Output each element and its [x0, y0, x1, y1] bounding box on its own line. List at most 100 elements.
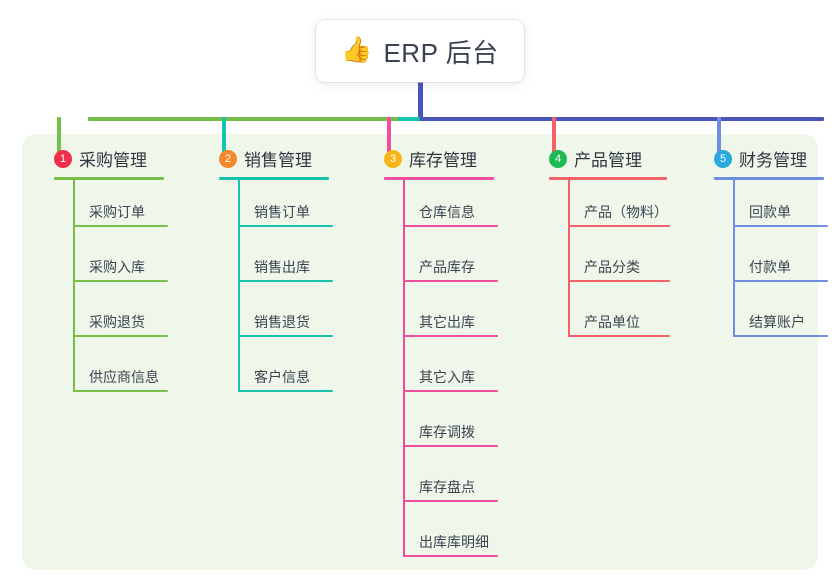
- column-badge-1: 1: [54, 149, 72, 168]
- column-4: 4 产品管理产品（物料） 产品分类产品单位: [533, 146, 693, 345]
- stub-connector-3: [387, 117, 391, 155]
- column-2: 2 销售管理销售订单销售出库销售退货客户信息: [203, 146, 353, 400]
- column-badge-2: 2: [219, 149, 237, 168]
- list-item[interactable]: 回款单: [698, 180, 839, 235]
- column-title-3: 库存管理: [409, 151, 477, 170]
- list-item-label: 销售出库: [254, 259, 310, 275]
- column-title-4: 产品管理: [574, 151, 642, 170]
- column-header-rule-4: [549, 177, 667, 180]
- column-header-1[interactable]: 1 采购管理: [38, 146, 188, 171]
- list-item-label: 销售订单: [254, 204, 310, 220]
- list-item[interactable]: 供应商信息: [38, 345, 188, 400]
- column-1: 1 采购管理采购订单采购入库采购退货供应商信息: [38, 146, 188, 400]
- list-item[interactable]: 客户信息: [203, 345, 353, 400]
- list-item[interactable]: 其它出库: [368, 290, 518, 345]
- list-item[interactable]: 采购入库: [38, 235, 188, 290]
- list-item-label: 客户信息: [254, 369, 310, 385]
- stub-connector-5: [717, 117, 721, 155]
- list-item[interactable]: 产品（物料）: [533, 180, 693, 235]
- column-spine-3: [403, 180, 405, 557]
- list-item-rule: [238, 335, 333, 337]
- list-item-label: 销售退货: [254, 314, 310, 330]
- list-item[interactable]: 销售退货: [203, 290, 353, 345]
- column-badge-3: 3: [384, 149, 402, 168]
- list-item-rule: [238, 280, 333, 282]
- list-item-label: 其它出库: [419, 314, 475, 330]
- column-header-2[interactable]: 2 销售管理: [203, 146, 353, 171]
- list-item-rule: [238, 390, 333, 392]
- column-items-5: 回款单付款单结算账户: [698, 180, 839, 345]
- list-item-rule: [403, 225, 498, 227]
- list-item-label: 回款单: [749, 204, 791, 220]
- column-title-1: 采购管理: [79, 151, 147, 170]
- list-item-label: 出库库明细: [419, 534, 489, 550]
- column-header-rule-1: [54, 177, 164, 180]
- list-item[interactable]: 采购订单: [38, 180, 188, 235]
- list-item-rule: [403, 445, 498, 447]
- list-item[interactable]: 产品库存: [368, 235, 518, 290]
- list-item[interactable]: 付款单: [698, 235, 839, 290]
- page-title: ERP 后台: [383, 37, 499, 68]
- list-item-rule: [568, 225, 670, 227]
- column-items-4: 产品（物料） 产品分类产品单位: [533, 180, 693, 345]
- column-badge-5: 5: [714, 149, 732, 168]
- column-items-2: 销售订单销售出库销售退货客户信息: [203, 180, 353, 400]
- list-item[interactable]: 结算账户: [698, 290, 839, 345]
- list-item-label: 仓库信息: [419, 204, 475, 220]
- list-item-rule: [733, 335, 828, 337]
- column-spine-1: [73, 180, 75, 392]
- column-header-4[interactable]: 4 产品管理: [533, 146, 693, 171]
- column-title-2: 销售管理: [244, 151, 312, 170]
- diagram-panel: [22, 134, 818, 570]
- list-item-label: 产品库存: [419, 259, 475, 275]
- column-5: 5 财务管理回款单付款单结算账户: [698, 146, 839, 345]
- list-item-rule: [403, 555, 498, 557]
- list-item-label: 产品单位: [584, 314, 640, 330]
- list-item-rule: [568, 280, 670, 282]
- root-trunk-connector: [418, 78, 423, 119]
- list-item[interactable]: 仓库信息: [368, 180, 518, 235]
- list-item[interactable]: 其它入库: [368, 345, 518, 400]
- column-header-5[interactable]: 5 财务管理: [698, 146, 839, 171]
- column-header-rule-5: [714, 177, 824, 180]
- list-item-label: 库存调拨: [419, 424, 475, 440]
- column-items-1: 采购订单采购入库采购退货供应商信息: [38, 180, 188, 400]
- list-item-rule: [733, 280, 828, 282]
- list-item-rule: [733, 225, 828, 227]
- list-item[interactable]: 库存盘点: [368, 455, 518, 510]
- thumbs-up-icon: 👍: [341, 35, 373, 64]
- root-title-card[interactable]: 👍 ERP 后台: [316, 20, 524, 82]
- connector-bar-blue: [418, 117, 824, 121]
- stub-connector-2: [222, 117, 226, 155]
- connector-bar-teal-overlap: [398, 117, 420, 121]
- list-item-label: 采购入库: [89, 259, 145, 275]
- stub-connector-1: [57, 117, 61, 155]
- list-item[interactable]: 采购退货: [38, 290, 188, 345]
- list-item[interactable]: 产品分类: [533, 235, 693, 290]
- column-header-rule-3: [384, 177, 494, 180]
- list-item[interactable]: 库存调拨: [368, 400, 518, 455]
- list-item-rule: [403, 335, 498, 337]
- list-item[interactable]: 销售订单: [203, 180, 353, 235]
- list-item-rule: [73, 225, 168, 227]
- connector-bar-green: [88, 117, 400, 121]
- column-header-3[interactable]: 3 库存管理: [368, 146, 518, 171]
- list-item[interactable]: 销售出库: [203, 235, 353, 290]
- list-item[interactable]: 产品单位: [533, 290, 693, 345]
- list-item-rule: [73, 280, 168, 282]
- list-item-label: 库存盘点: [419, 479, 475, 495]
- list-item-label: 产品（物料）: [584, 204, 668, 220]
- list-item-rule: [403, 390, 498, 392]
- column-header-rule-2: [219, 177, 329, 180]
- list-item[interactable]: 出库库明细: [368, 510, 518, 565]
- list-item-label: 产品分类: [584, 259, 640, 275]
- list-item-label: 采购退货: [89, 314, 145, 330]
- list-item-label: 其它入库: [419, 369, 475, 385]
- list-item-rule: [568, 335, 670, 337]
- column-spine-2: [238, 180, 240, 392]
- column-badge-4: 4: [549, 149, 567, 168]
- column-title-5: 财务管理: [739, 151, 807, 170]
- list-item-label: 供应商信息: [89, 369, 159, 385]
- list-item-rule: [73, 390, 168, 392]
